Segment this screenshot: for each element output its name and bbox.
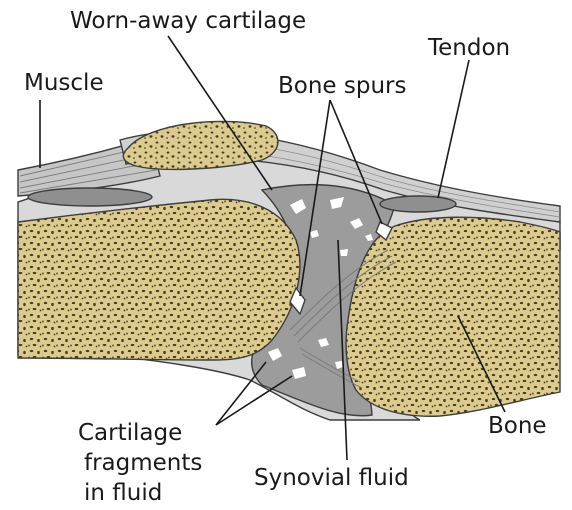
label-synovial-fluid: Synovial fluid bbox=[254, 465, 409, 491]
label-cartilage-fragments-line1: Cartilage bbox=[78, 420, 182, 446]
label-bone-spurs: Bone spurs bbox=[278, 73, 407, 99]
fat-pad-right bbox=[380, 196, 456, 212]
label-cartilage-fragments-line2: fragments bbox=[84, 450, 202, 476]
label-cartilage-fragments-line3: in fluid bbox=[84, 480, 162, 506]
left-bone bbox=[18, 199, 300, 360]
fat-pad-left bbox=[28, 188, 152, 206]
right-bone bbox=[346, 217, 560, 416]
patella bbox=[123, 121, 278, 169]
label-worn-away-cartilage: Worn-away cartilage bbox=[70, 8, 306, 34]
label-muscle: Muscle bbox=[24, 70, 104, 96]
label-tendon: Tendon bbox=[427, 35, 510, 61]
label-bone: Bone bbox=[488, 413, 547, 439]
